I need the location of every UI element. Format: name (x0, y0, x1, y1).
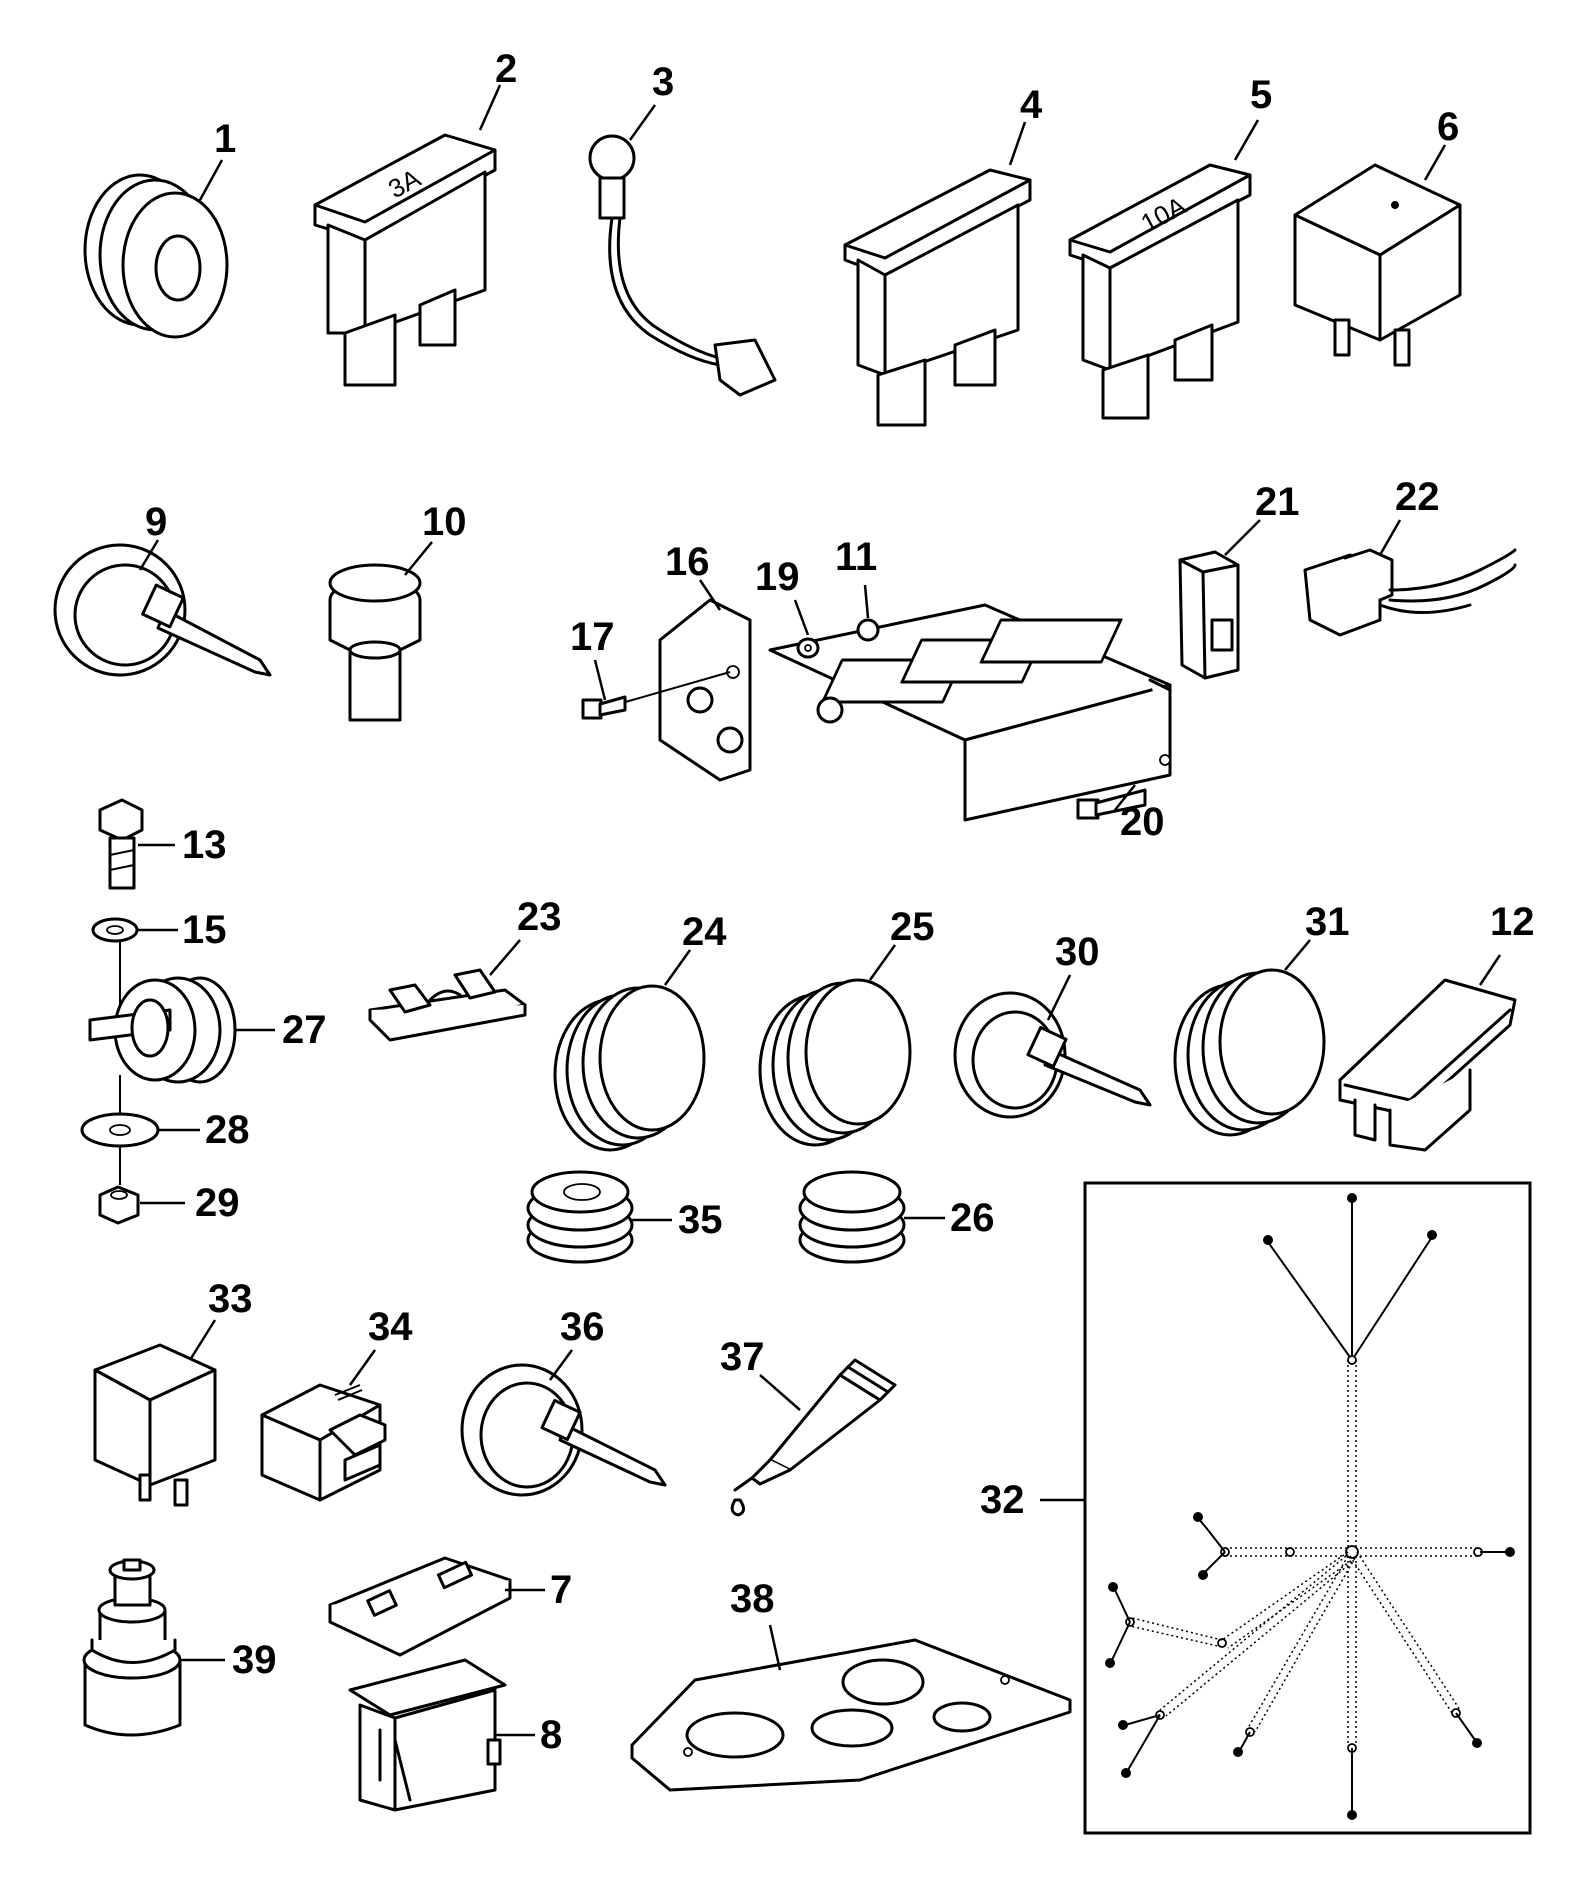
callout-30: 30 (1055, 930, 1100, 974)
callout-34: 34 (368, 1305, 413, 1349)
part-8-switch-housing: 8 (348, 1658, 562, 1812)
callout-15: 15 (182, 908, 227, 952)
callout-35: 35 (678, 1198, 723, 1242)
callout-39: 39 (232, 1638, 277, 1682)
callout-17: 17 (570, 615, 615, 659)
part-34-relay: 34 (260, 1305, 413, 1502)
part-16-bracket-assembly: 16 17 19 11 20 (570, 535, 1172, 844)
part-31-plug: 31 (1173, 900, 1350, 1137)
callout-29: 29 (195, 1181, 240, 1225)
callout-31: 31 (1305, 900, 1350, 944)
callout-12: 12 (1490, 900, 1535, 944)
part-25-plug: 25 (758, 905, 935, 1147)
part-23-clip: 23 (368, 895, 562, 1042)
callout-7: 7 (550, 1568, 572, 1612)
part-37-tube: 37 (720, 1335, 897, 1517)
part-28-washer: 28 (80, 1108, 250, 1152)
part-2-fuse-3a: 3A 2 (313, 47, 517, 387)
callout-26: 26 (950, 1196, 995, 1240)
callout-9: 9 (145, 500, 167, 544)
part-1-grommet: 1 (83, 117, 236, 339)
callout-13: 13 (182, 823, 227, 867)
callout-11: 11 (835, 535, 877, 579)
part-15-washer: 15 (91, 908, 227, 952)
callout-22: 22 (1395, 475, 1440, 519)
part-9-cable-tie: 9 (53, 500, 272, 677)
part-24-plug: 24 (553, 910, 727, 1152)
callout-16: 16 (665, 540, 710, 584)
part-38-gasket: 38 (630, 1577, 1072, 1792)
part-39-switch: 39 (82, 1558, 277, 1737)
part-27-grommet: 27 (88, 976, 327, 1084)
part-36-cable-tie: 36 (460, 1305, 667, 1497)
part-3-sensor: 3 (588, 60, 777, 397)
callout-5: 5 (1250, 73, 1272, 117)
part-29-nut: 29 (98, 1181, 240, 1225)
callout-23: 23 (517, 895, 562, 939)
callout-33: 33 (208, 1277, 253, 1321)
part-26-plug: 26 (798, 1170, 995, 1264)
callout-10: 10 (422, 500, 467, 544)
callout-24: 24 (682, 910, 727, 954)
callout-3: 3 (652, 60, 674, 104)
callout-27: 27 (282, 1008, 327, 1052)
callout-4: 4 (1020, 83, 1043, 127)
part-5-fuse-10a: 10A 5 (1068, 73, 1272, 420)
callout-21: 21 (1255, 480, 1300, 524)
callout-32: 32 (980, 1478, 1025, 1522)
part-4-fuse: 4 (843, 83, 1043, 427)
part-6-relay: 6 (1293, 105, 1462, 367)
part-33-relay: 33 (93, 1277, 253, 1507)
callout-20: 20 (1120, 800, 1165, 844)
part-21-connector: 21 (1178, 480, 1300, 680)
callout-37: 37 (720, 1335, 765, 1379)
callout-28: 28 (205, 1108, 250, 1152)
part-22-connector: 22 (1303, 475, 1517, 637)
part-13-bolt: 13 (98, 798, 227, 890)
callout-38: 38 (730, 1577, 775, 1621)
callout-2: 2 (495, 47, 517, 91)
callout-8: 8 (540, 1713, 562, 1757)
callout-1: 1 (214, 117, 236, 161)
callout-36: 36 (560, 1305, 605, 1349)
part-12-module: 12 (1338, 900, 1535, 1152)
callout-25: 25 (890, 905, 935, 949)
part-30-cable-tie: 30 (953, 930, 1152, 1119)
callout-19: 19 (755, 555, 800, 599)
part-10-plug: 10 (328, 500, 467, 722)
part-35-grommet: 35 (526, 1170, 723, 1264)
callout-6: 6 (1437, 105, 1459, 149)
part-32-wiring-harness: 32 (980, 1181, 1532, 1835)
part-7-switch-cap: 7 (328, 1556, 572, 1657)
